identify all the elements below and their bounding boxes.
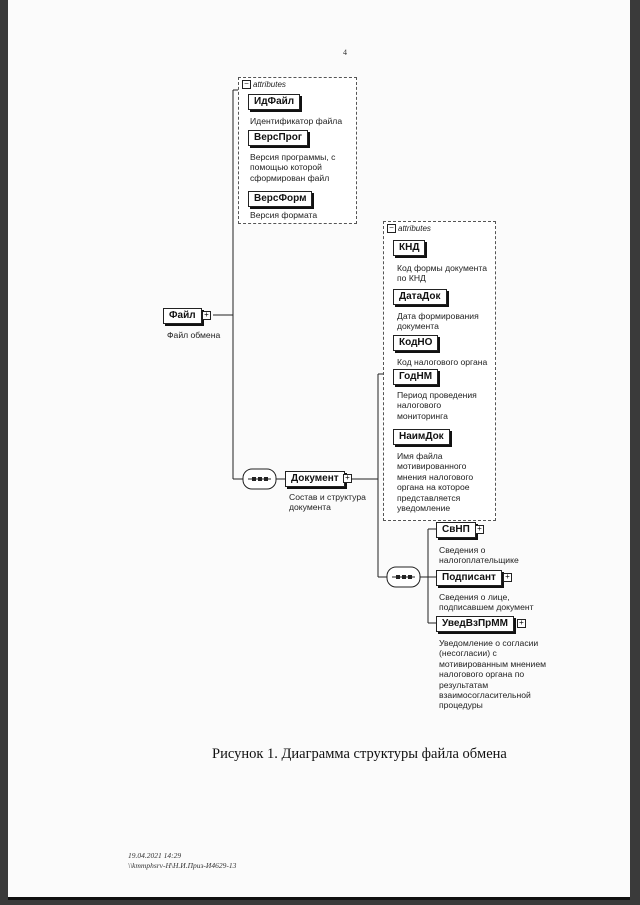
child-podpisant-box[interactable]: Подписант <box>436 570 502 586</box>
expand-icon[interactable]: + <box>343 474 352 483</box>
attr-idfile-desc: Идентификатор файла <box>250 116 343 126</box>
footer-path: \\kmmphsrv-H\Н.И.Приз-И4629-13 <box>128 861 237 870</box>
expand-icon[interactable]: + <box>202 311 211 320</box>
sequence-compositor-icon-2 <box>386 566 421 588</box>
document-node-box[interactable]: Документ <box>285 471 345 487</box>
attr-knd-box[interactable]: КНД <box>393 240 426 256</box>
attr-versform-desc: Версия формата <box>250 210 318 220</box>
attr-versform-box[interactable]: ВерсФорм <box>248 191 313 207</box>
collapse-icon[interactable]: − <box>387 224 396 234</box>
document-node-desc: Состав и структура документа <box>289 492 366 513</box>
sequence-compositor-icon <box>242 468 277 490</box>
root-node-box[interactable]: Файл <box>163 308 202 324</box>
figure-caption: Рисунок 1. Диаграмма структуры файла обм… <box>212 746 507 762</box>
attr-idfile-box[interactable]: ИдФайл <box>248 94 301 110</box>
attr-kodno-desc: Код налогового органа <box>397 357 488 367</box>
expand-icon[interactable]: + <box>475 525 484 534</box>
collapse-icon[interactable]: − <box>242 80 251 90</box>
footer-stamp: 19.04.2021 14:29 \\kmmphsrv-H\Н.И.Приз-И… <box>128 851 236 871</box>
child-svnp-desc: Сведения о налогоплательщике <box>439 545 519 566</box>
child-podpisant-desc: Сведения о лице, подписавшем документ <box>439 592 534 613</box>
child-uvedvzprmm-desc: Уведомление о согласии (несогласии) с мо… <box>439 638 547 711</box>
child-uvedvzprmm-box[interactable]: УведВзПрММ <box>436 616 514 632</box>
attr-datadok-desc: Дата формирования документа <box>397 311 479 332</box>
attr-datadok-box[interactable]: ДатаДок <box>393 289 447 305</box>
expand-icon[interactable]: + <box>503 573 512 582</box>
page-number: 4 <box>343 48 347 57</box>
footer-date: 19.04.2021 14:29 <box>128 851 182 860</box>
attributes-header: −attributes <box>387 224 431 234</box>
document-attributes-group: −attributes <box>383 221 496 521</box>
root-node-desc: Файл обмена <box>167 330 221 340</box>
attr-versprog-box[interactable]: ВерсПрог <box>248 130 309 146</box>
attr-versprog-desc: Версия программы, с помощью которой сфор… <box>250 152 336 183</box>
attr-godnm-box[interactable]: ГодНМ <box>393 369 439 385</box>
attributes-header: −attributes <box>242 80 286 90</box>
child-svnp-box[interactable]: СвНП <box>436 522 476 538</box>
attr-godnm-desc: Период проведения налогового мониторинга <box>397 390 477 421</box>
attr-kodno-box[interactable]: КодНО <box>393 335 439 351</box>
scan-bottom-edge <box>8 897 630 900</box>
attr-naimdok-box[interactable]: НаимДок <box>393 429 450 445</box>
expand-icon[interactable]: + <box>517 619 526 628</box>
attr-naimdok-desc: Имя файла мотивированного мнения налогов… <box>397 451 474 514</box>
attr-knd-desc: Код формы документа по КНД <box>397 263 488 284</box>
